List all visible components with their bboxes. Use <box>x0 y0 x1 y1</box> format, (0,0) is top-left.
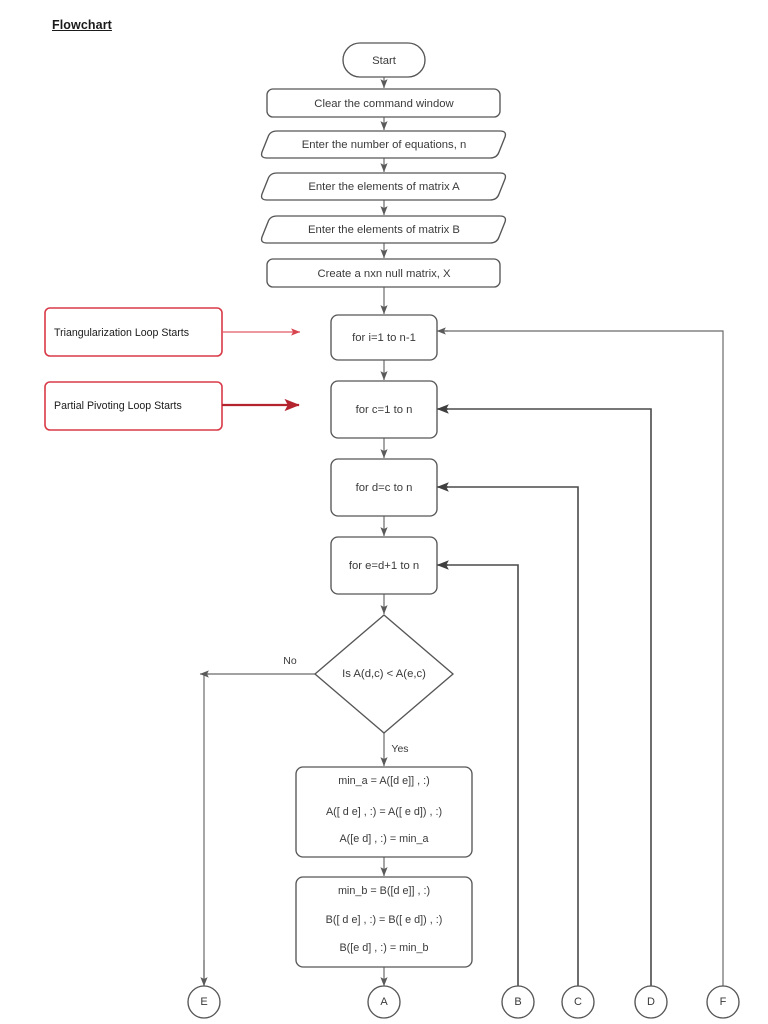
link-connector-d-return <box>441 408 652 986</box>
link-connector-c-return <box>441 486 579 986</box>
node-swap-matrix-b-line2: B([ d e] , :) = B([ e d]) , :) <box>326 914 443 926</box>
connector-circle-a[interactable] <box>367 985 401 1019</box>
page-title: Flowchart <box>52 18 112 32</box>
node-enter-matrix-a[interactable] <box>260 172 507 201</box>
node-create-null-matrix-label: Create a nxn null matrix, X <box>317 268 451 280</box>
edge-label-no: No <box>283 655 297 667</box>
connector-circle-c-label: C <box>574 996 582 1008</box>
node-loop-i[interactable] <box>330 314 438 361</box>
node-clear-window-label: Clear the command window <box>314 98 454 110</box>
connector-circle-d-label: D <box>647 996 655 1008</box>
link-connector-f-return <box>441 330 724 986</box>
node-enter-number-of-equations-label: Enter the number of equations, n <box>302 139 467 151</box>
node-loop-d[interactable] <box>330 458 438 517</box>
link-connector-b-return <box>441 564 519 986</box>
node-swap-matrix-a-line1: min_a = A([d e]] , :) <box>338 775 430 787</box>
connector-circle-c[interactable] <box>561 985 595 1019</box>
annotation-label-triangularization: Triangularization Loop Starts <box>54 327 189 339</box>
node-start-label: Start <box>372 55 397 67</box>
connector-circle-f-label: F <box>720 996 727 1008</box>
node-swap-matrix-a-line2: A([ d e] , :) = A([ e d]) , :) <box>326 806 442 818</box>
node-enter-number-of-equations[interactable] <box>260 130 507 159</box>
node-swap-matrix-b[interactable] <box>295 876 473 968</box>
connector-circle-e-label: E <box>200 996 207 1008</box>
connector-circle-b-label: B <box>514 996 521 1008</box>
node-create-null-matrix[interactable] <box>266 258 501 288</box>
node-loop-c[interactable] <box>330 380 438 439</box>
node-loop-i-label: for i=1 to n-1 <box>352 332 416 344</box>
connector-circle-e[interactable] <box>187 985 221 1019</box>
annotation-label-partial-pivoting: Partial Pivoting Loop Starts <box>54 400 182 412</box>
node-swap-matrix-a-line3: A([e d] , :) = min_a <box>339 833 428 845</box>
connector-circle-f[interactable] <box>706 985 740 1019</box>
node-enter-matrix-b[interactable] <box>260 215 507 244</box>
node-enter-matrix-b-label: Enter the elements of matrix B <box>308 224 460 236</box>
node-loop-e-label: for e=d+1 to n <box>349 560 419 572</box>
node-decision-compare-label: Is A(d,c) < A(e,c) <box>342 668 426 680</box>
connector-circle-a-label: A <box>380 996 388 1008</box>
node-swap-matrix-a[interactable] <box>295 766 473 858</box>
node-loop-d-label: for d=c to n <box>356 482 413 494</box>
edge-label-yes: Yes <box>391 743 408 755</box>
node-swap-matrix-b-line1: min_b = B([d e]] , :) <box>338 885 430 897</box>
node-swap-matrix-b-line3: B([e d] , :) = min_b <box>339 942 428 954</box>
node-start[interactable] <box>342 42 426 78</box>
node-decision-compare[interactable] <box>313 614 455 734</box>
node-loop-e[interactable] <box>330 536 438 595</box>
node-clear-window[interactable] <box>266 88 501 118</box>
connector-circle-b[interactable] <box>501 985 535 1019</box>
node-loop-c-label: for c=1 to n <box>356 404 413 416</box>
connector-circle-d[interactable] <box>634 985 668 1019</box>
node-enter-matrix-a-label: Enter the elements of matrix A <box>308 181 460 193</box>
